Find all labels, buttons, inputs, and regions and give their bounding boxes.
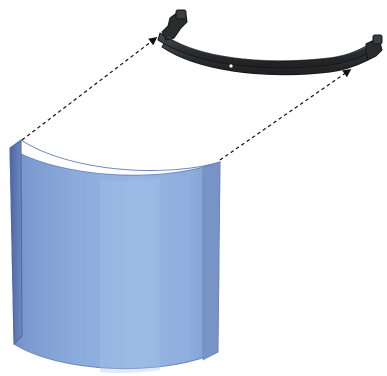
headband-highlight [167,36,367,62]
headband-marker-dot [229,64,233,68]
assembly-arrows [21,36,352,161]
visor-highlight [100,178,160,374]
headband [157,9,383,76]
headband-right-tab [372,34,383,45]
visor-left-edge [9,139,23,346]
right-assembly-arrow [219,69,352,161]
visor-top-edge [20,139,221,172]
left-assembly-arrow [21,36,158,141]
visor-right-edge [202,161,221,361]
headband-left-tab [175,9,187,20]
face-shield-visor [9,139,221,374]
headband-upper-strap [157,32,373,69]
